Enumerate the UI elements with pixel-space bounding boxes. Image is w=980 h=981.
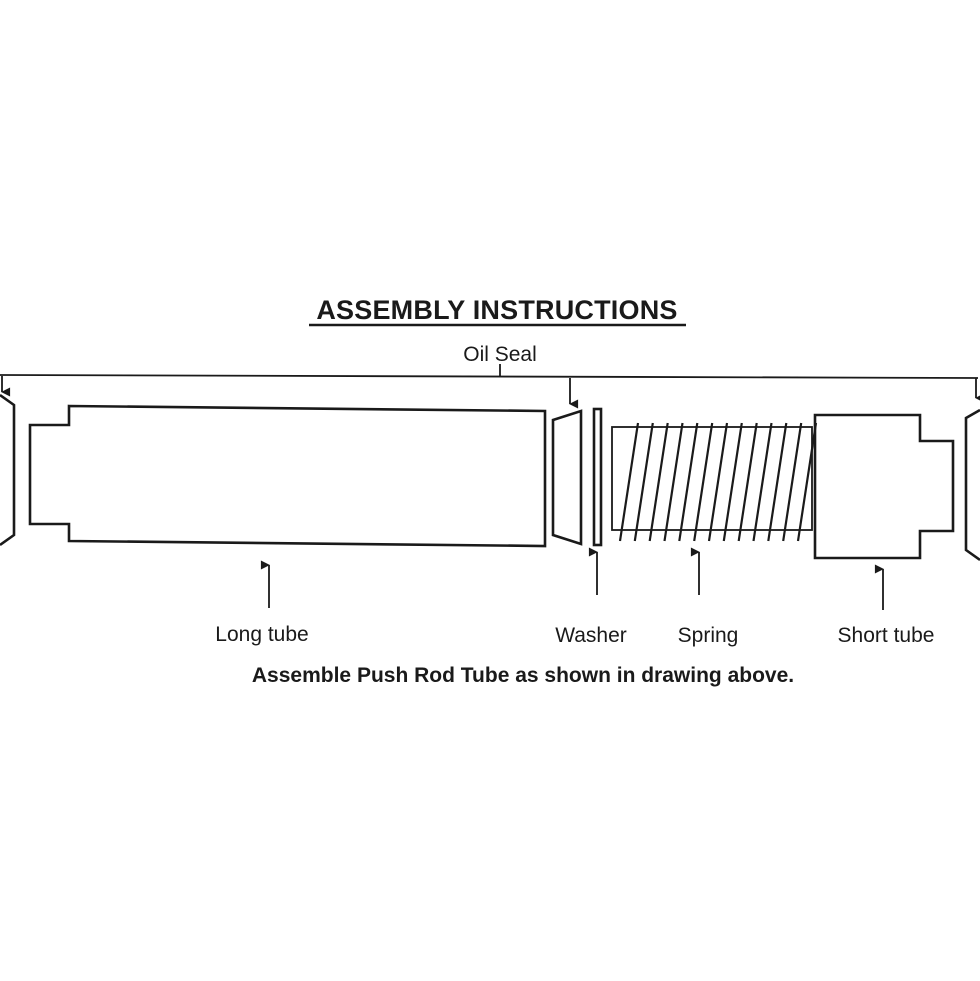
washer (592, 407, 603, 547)
washer-label: Washer (555, 624, 627, 647)
long-tube (28, 404, 547, 548)
instruction-caption: Assemble Push Rod Tube as shown in drawi… (252, 664, 794, 687)
short-tube (813, 413, 955, 560)
spring-coil (707, 422, 729, 542)
spring-coil (648, 422, 669, 542)
spring-coil (618, 422, 640, 542)
oil-seal-left (0, 393, 16, 547)
spring-coil (737, 422, 758, 542)
oil-seal-middle (551, 409, 583, 546)
oil-seal-bracket (0, 364, 979, 379)
spring-coil (782, 422, 803, 542)
spring-coil (633, 422, 654, 542)
spring-coil (796, 422, 818, 542)
spring-coil (752, 422, 773, 542)
page-title: ASSEMBLY INSTRUCTIONS (316, 295, 677, 325)
spring-coil (767, 422, 788, 542)
oil-seal-label: Oil Seal (463, 343, 537, 366)
spring-coil (722, 422, 743, 542)
oil-seal-right (964, 408, 980, 562)
spring-label: Spring (678, 624, 739, 647)
spring-coil (678, 422, 699, 542)
spring-coil (663, 422, 684, 542)
long-tube-label: Long tube (215, 623, 308, 646)
spring-coil (693, 422, 714, 542)
short-tube-label: Short tube (838, 624, 935, 647)
spring (611, 422, 818, 542)
